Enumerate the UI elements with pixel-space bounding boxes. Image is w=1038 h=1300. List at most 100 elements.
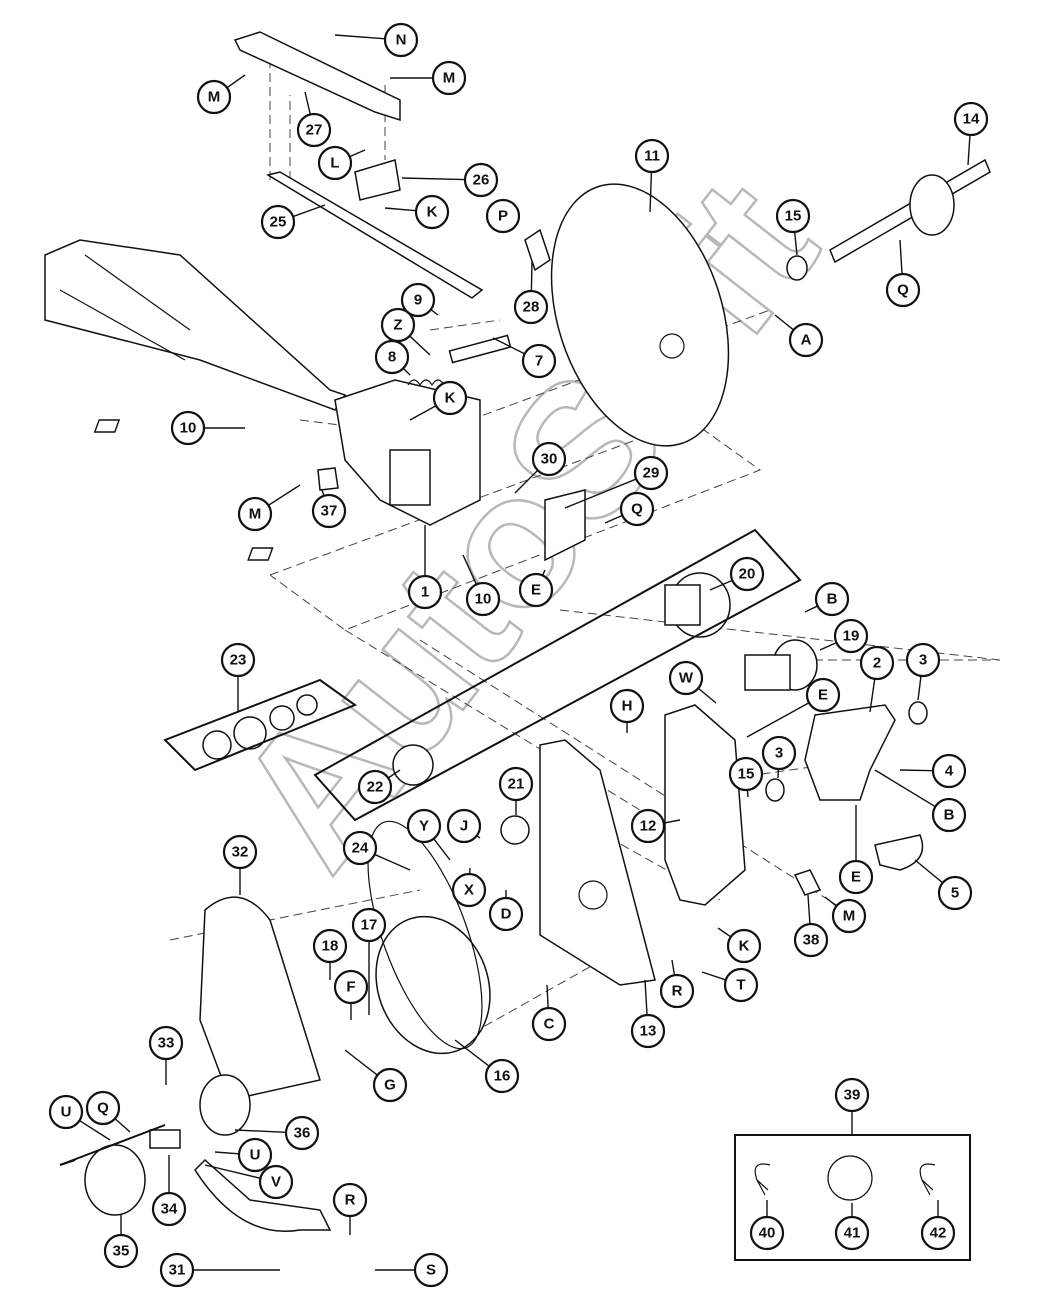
callout-k2: K <box>432 380 468 416</box>
callout-label: 26 <box>473 172 490 189</box>
callout-label: W <box>679 670 694 687</box>
callout-n32: 32 <box>222 834 258 870</box>
leader-line-n7 <box>492 337 526 355</box>
callout-circle <box>406 808 442 844</box>
leader-line-c <box>546 984 549 1009</box>
callout-label: E <box>851 869 861 886</box>
callout-label: 9 <box>414 292 422 309</box>
leader-line-n38 <box>807 894 811 925</box>
callout-n38: 38 <box>793 922 829 958</box>
leader-line-n30 <box>514 469 539 494</box>
callout-circle <box>498 766 534 802</box>
clip-left <box>754 1163 771 1196</box>
callout-label: 8 <box>388 349 396 366</box>
spring <box>407 379 445 387</box>
callout-n23: 23 <box>220 642 256 678</box>
sprocket-small-4 <box>296 694 318 716</box>
leader-line-n <box>334 34 386 40</box>
callout-label: E <box>818 687 828 704</box>
leader-line-n29 <box>564 478 637 509</box>
callout-label: 35 <box>113 1243 130 1260</box>
bearing-housing <box>804 704 896 801</box>
callout-n15a: 15 <box>775 198 811 234</box>
leader-line-w <box>697 687 717 704</box>
callout-label: B <box>944 807 955 824</box>
callout-circle <box>788 322 824 358</box>
callout-e2: E <box>805 677 841 713</box>
callout-circle <box>333 969 369 1005</box>
callout-label: 30 <box>541 451 558 468</box>
callout-label: S <box>426 1262 436 1279</box>
callout-n30: 30 <box>531 441 567 477</box>
callout-n41: 41 <box>834 1215 870 1251</box>
callout-n36: 36 <box>284 1115 320 1151</box>
callout-n19: 19 <box>833 618 869 654</box>
top-plate <box>233 31 401 122</box>
callout-n3b: 3 <box>761 735 797 771</box>
callout-u1: U <box>48 1094 84 1130</box>
callout-label: 21 <box>508 776 525 793</box>
callout-circle <box>311 493 347 529</box>
callout-circle <box>749 1215 785 1251</box>
leader-line-n9 <box>430 309 439 316</box>
callout-circle <box>633 455 669 491</box>
drive-sprocket <box>500 815 530 845</box>
callout-circle <box>317 145 353 181</box>
callout-m2: M <box>431 60 467 96</box>
callout-circle <box>726 928 762 964</box>
callout-circle <box>151 1191 187 1227</box>
leader-line-k3 <box>717 927 732 938</box>
group-box-33 <box>59 1124 166 1166</box>
callout-label: 36 <box>294 1125 311 1142</box>
callout-circle <box>814 581 850 617</box>
callout-n: N <box>383 22 419 58</box>
callout-n3a: 3 <box>905 642 941 678</box>
callout-label: N <box>396 32 407 49</box>
clamp <box>354 159 401 201</box>
leader-line-n36 <box>234 1129 287 1133</box>
leader-line-m3 <box>268 484 301 506</box>
callout-n24: 24 <box>342 830 378 866</box>
callout-label: E <box>531 582 541 599</box>
callout-circle <box>342 830 378 866</box>
callout-circle <box>659 973 695 1009</box>
callout-label: Q <box>631 501 643 518</box>
callout-circle <box>761 735 797 771</box>
callout-n18: 18 <box>312 928 348 964</box>
callout-f: F <box>333 969 369 1005</box>
callout-circle <box>931 797 967 833</box>
group-39-parts <box>754 1155 936 1201</box>
callout-n22: 22 <box>357 769 393 805</box>
callout-label: 13 <box>640 1023 657 1040</box>
callout-circle <box>609 688 645 724</box>
callout-k3: K <box>726 928 762 964</box>
callout-circle <box>630 808 666 844</box>
callout-n31: 31 <box>159 1252 195 1288</box>
bracket-small <box>793 869 822 896</box>
callout-label: K <box>445 390 456 407</box>
flange <box>199 1074 251 1136</box>
callout-n9: 9 <box>400 282 436 318</box>
callout-circle <box>513 289 549 325</box>
leader-line-n15b <box>746 789 749 798</box>
leader-line-n22 <box>387 769 401 779</box>
callout-circle <box>446 808 482 844</box>
callout-q1: Q <box>885 272 921 308</box>
callout-label: 38 <box>803 932 820 949</box>
callout-label: 34 <box>161 1201 178 1218</box>
callout-label: Q <box>897 282 909 299</box>
coupling-flange <box>84 1144 146 1216</box>
sprocket-small-1 <box>202 730 232 760</box>
callout-circle <box>103 1233 139 1269</box>
callout-label: 33 <box>158 1035 175 1052</box>
callout-t: T <box>723 967 759 1003</box>
callout-y: Y <box>406 808 442 844</box>
callout-u2: U <box>237 1137 273 1173</box>
callout-circle <box>170 410 206 446</box>
callout-label: 18 <box>322 938 339 955</box>
callout-n11: 11 <box>634 138 670 174</box>
callout-label: Z <box>393 317 402 334</box>
callout-circle <box>834 1215 870 1251</box>
callout-circle <box>833 618 869 654</box>
